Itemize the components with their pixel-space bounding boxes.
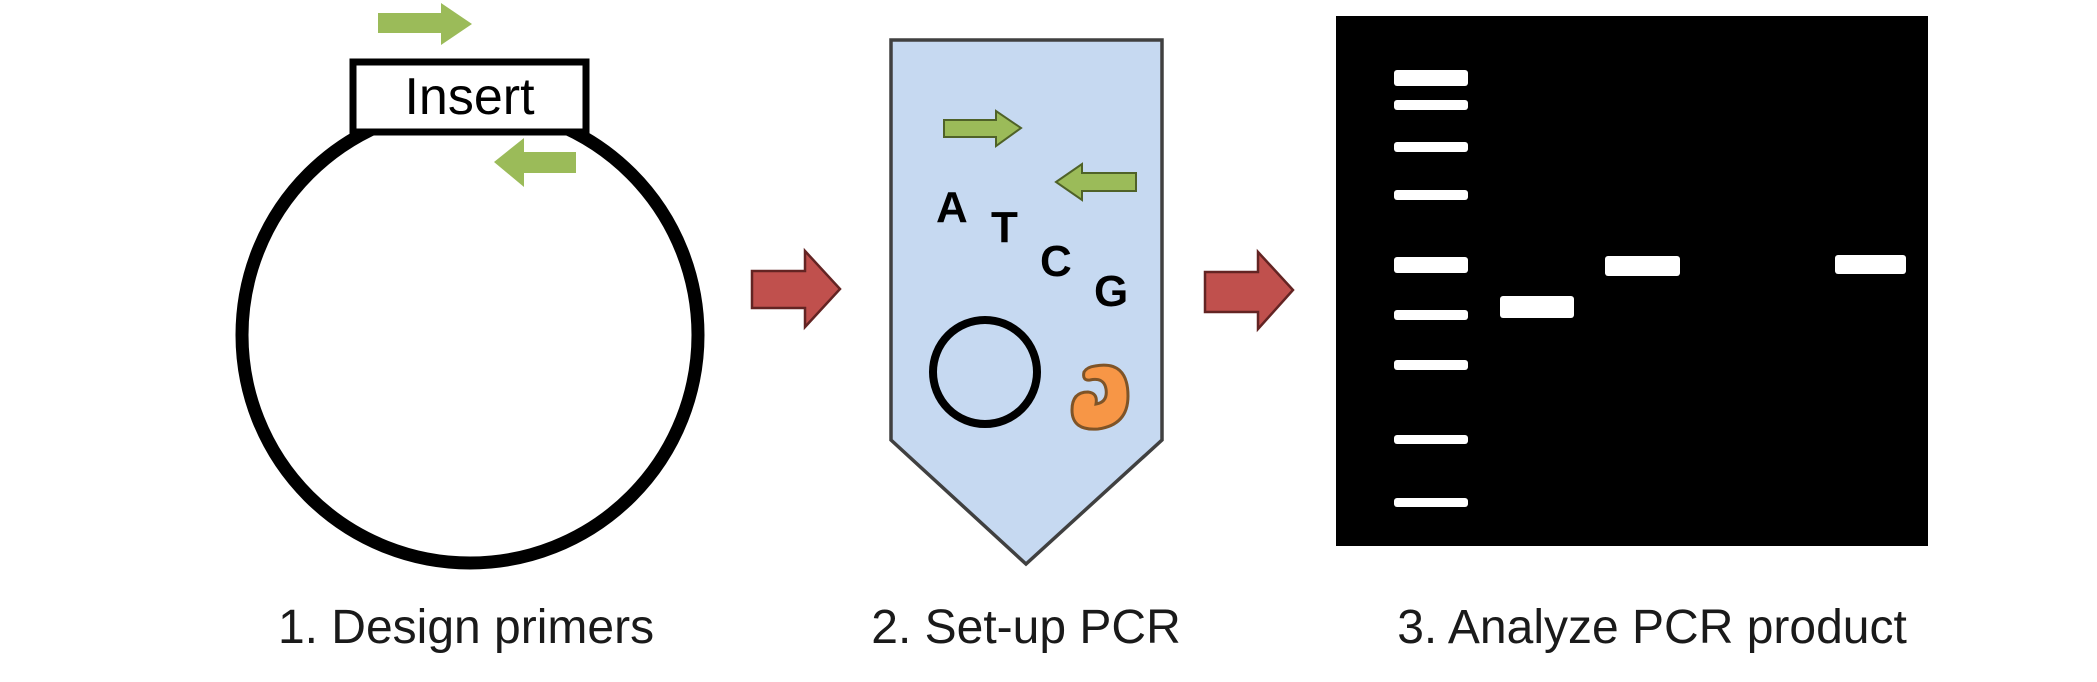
nucleotide-c: C [1040, 237, 1072, 286]
ladder-band [1394, 360, 1468, 370]
caption-step-1: 1. Design primers [277, 601, 655, 654]
tube-forward-primer-arrow-icon [943, 109, 1023, 148]
polymerase-blob-icon [1070, 363, 1130, 431]
ladder-band [1394, 190, 1468, 200]
step-arrow-1-icon [750, 247, 842, 331]
sample-band-sample-1 [1500, 296, 1574, 318]
ladder-band [1394, 435, 1468, 444]
caption-step-3: 3. Analyze PCR product [1397, 601, 1907, 654]
insert-box [349, 58, 590, 136]
pcr-tube [889, 38, 1164, 567]
forward-primer-arrow-icon [378, 3, 472, 45]
ladder-band [1394, 142, 1468, 152]
ladder-band [1394, 257, 1468, 273]
ladder-band [1394, 100, 1468, 110]
reverse-primer-arrow-icon [494, 138, 576, 187]
caption-step-2: 2. Set-up PCR [871, 601, 1181, 654]
ladder-band [1394, 498, 1468, 507]
plasmid-circle [235, 100, 705, 570]
insert-label: Insert [404, 68, 535, 126]
tube-reverse-primer-arrow-icon [1054, 162, 1137, 202]
ladder-band [1394, 70, 1468, 86]
sample-band-sample-2 [1605, 256, 1680, 276]
nucleotide-g: G [1094, 267, 1129, 316]
nucleotide-t: T [991, 203, 1018, 252]
sample-band-sample-3 [1835, 255, 1906, 274]
step-arrow-2-icon [1203, 248, 1295, 333]
nucleotide-a: A [936, 183, 968, 232]
template-plasmid-circle [929, 316, 1041, 428]
gel-image [1336, 16, 1928, 546]
ladder-band [1394, 310, 1468, 320]
